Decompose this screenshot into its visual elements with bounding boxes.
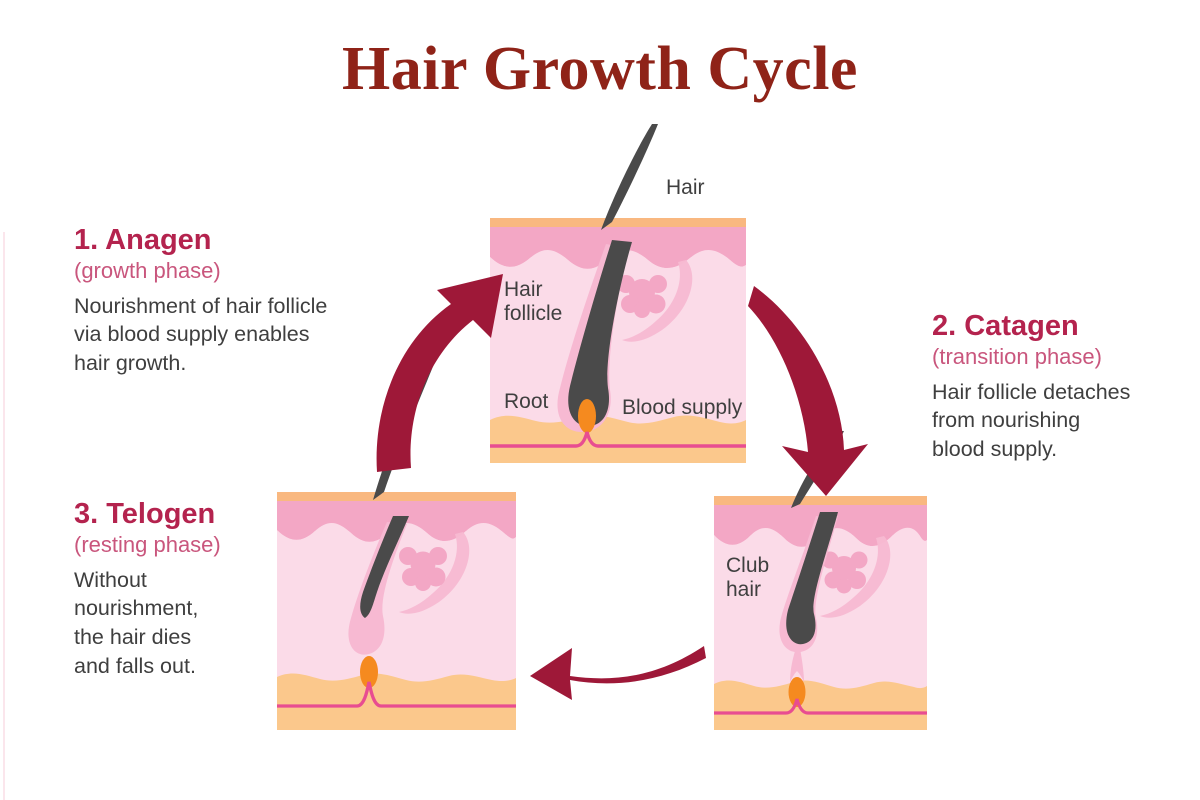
sebaceous-gland xyxy=(399,547,447,591)
phase-subtitle-telogen: (resting phase) xyxy=(74,532,221,558)
skin-panel-catagen: Club hair xyxy=(714,496,927,730)
sebaceous-gland xyxy=(821,551,868,594)
label-hair: Hair xyxy=(666,176,705,199)
arrow-catagen-to-telogen xyxy=(530,646,706,700)
label-root: Root xyxy=(504,390,549,413)
phase-text-anagen: 1. Anagen (growth phase) Nourishment of … xyxy=(74,224,404,378)
dermal-papilla xyxy=(788,677,806,707)
blood-vessel xyxy=(490,431,746,448)
skin-panel-anagen: Hair follicle Root Blood supply xyxy=(490,218,746,463)
subcutaneous-fat xyxy=(490,415,746,463)
follicle-stalk xyxy=(790,648,804,682)
arrector-pili-muscle xyxy=(622,260,693,342)
phase-heading-anagen: 1. Anagen xyxy=(74,224,212,256)
arrow-telogen-to-anagen xyxy=(376,274,503,472)
phase-body-catagen: Hair follicle detaches from nourishing b… xyxy=(932,379,1131,462)
left-edge-rule xyxy=(3,232,5,800)
arrector-pili-muscle xyxy=(399,532,470,614)
phase-subtitle-anagen: (growth phase) xyxy=(74,258,221,284)
phase-heading-catagen: 2. Catagen xyxy=(932,310,1079,342)
subcutaneous-fat xyxy=(714,680,927,730)
arrow-anagen-to-catagen xyxy=(748,286,868,496)
label-blood-supply: Blood supply xyxy=(622,396,743,419)
phase-body-anagen: Nourishment of hair follicle via blood s… xyxy=(74,293,328,376)
phase-heading-telogen: 3. Telogen xyxy=(74,498,216,530)
label-hair-follicle: Hair follicle xyxy=(504,278,563,326)
phase-text-telogen: 3. Telogen (resting phase) Without nouri… xyxy=(74,498,284,680)
dermal-papilla xyxy=(578,399,596,433)
anagen-skin-artwork xyxy=(490,240,746,463)
arrector-pili-muscle xyxy=(820,536,891,618)
blood-vessel xyxy=(714,698,927,715)
phase-subtitle-catagen: (transition phase) xyxy=(932,344,1102,370)
hair-shaft-internal xyxy=(568,240,632,426)
catagen-skin-artwork xyxy=(714,512,927,730)
blood-vessel xyxy=(277,681,516,708)
skin-panel-telogen xyxy=(277,492,516,730)
label-club-hair: Club hair xyxy=(726,554,770,602)
club-hair-bulb xyxy=(786,512,838,645)
phase-body-telogen: Without nourishment, the hair dies and f… xyxy=(74,567,199,678)
page-title: Hair Growth Cycle xyxy=(342,35,858,103)
phase-text-catagen: 2. Catagen (transition phase) Hair folli… xyxy=(932,310,1182,464)
dermal-papilla-detached xyxy=(360,656,378,688)
sebaceous-gland xyxy=(617,275,667,318)
hair-shaft-detached xyxy=(360,516,409,618)
telogen-skin-artwork xyxy=(277,516,516,730)
subcutaneous-fat xyxy=(277,673,516,730)
